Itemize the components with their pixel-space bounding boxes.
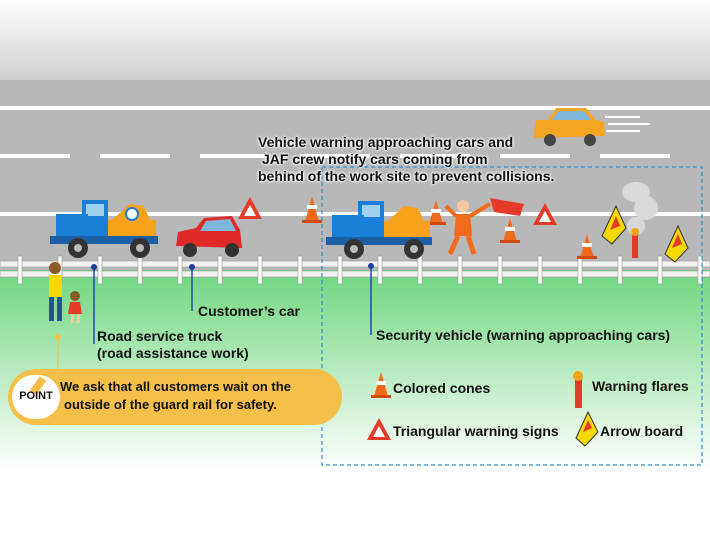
cone-icon bbox=[426, 200, 446, 225]
customer-adult-icon bbox=[49, 262, 62, 321]
arrow-board-icon bbox=[664, 224, 689, 263]
truck-label-line: (road assistance work) bbox=[97, 345, 249, 361]
legend-cones-label: Colored cones bbox=[393, 380, 491, 396]
legend-flares-label: Warning flares bbox=[592, 378, 689, 394]
road-service-truck-label: Road service truck (road assistance work… bbox=[97, 328, 249, 362]
legend-cone-icon bbox=[371, 372, 391, 398]
cone-icon bbox=[500, 218, 520, 243]
cone-icon bbox=[302, 196, 322, 223]
legend-arrow-board-label: Arrow board bbox=[600, 423, 684, 439]
callout-lines bbox=[93, 267, 372, 344]
arrow-board-icon bbox=[601, 204, 627, 245]
point-callout: POINT We ask that all customers wait on … bbox=[8, 369, 342, 425]
security-vehicle-icon bbox=[326, 201, 432, 259]
customer-car-label: Customer’s car bbox=[198, 303, 300, 319]
point-message-line: We ask that all customers wait on the bbox=[60, 379, 291, 394]
lane-dash-line bbox=[0, 154, 670, 158]
triangle-sign-icon bbox=[238, 197, 262, 219]
road-service-truck-icon bbox=[50, 200, 158, 258]
warning-line: Vehicle warning approaching cars and bbox=[258, 134, 514, 150]
shoulder-line bbox=[0, 212, 710, 216]
jaf-crew-icon bbox=[444, 198, 524, 256]
warning-line: behind of the work site to prevent colli… bbox=[258, 168, 555, 184]
sky-area bbox=[0, 0, 710, 80]
cone-icon bbox=[577, 234, 597, 259]
warning-description: Vehicle warning approaching cars and JAF… bbox=[258, 134, 554, 185]
warning-flare-icon bbox=[631, 228, 639, 258]
road-edge-line bbox=[0, 106, 710, 110]
customer-car-icon bbox=[176, 216, 242, 257]
warning-line: JAF crew notify cars coming from bbox=[262, 151, 488, 167]
legend-triangle-icon bbox=[367, 418, 391, 440]
pencil-icon bbox=[29, 376, 47, 396]
point-badge-label: POINT bbox=[19, 390, 53, 402]
callout-dots bbox=[91, 263, 374, 270]
legend-arrow-board-icon bbox=[575, 410, 599, 447]
point-message: We ask that all customers wait on the ou… bbox=[60, 378, 291, 414]
work-zone-box bbox=[321, 166, 703, 466]
legend-flare-icon bbox=[573, 371, 583, 408]
legend-triangle-label: Triangular warning signs bbox=[393, 423, 559, 439]
security-vehicle-label: Security vehicle (warning approaching ca… bbox=[376, 327, 671, 343]
point-badge: POINT bbox=[12, 375, 60, 419]
triangle-sign-icon bbox=[533, 203, 557, 225]
point-message-line: outside of the guard rail for safety. bbox=[64, 397, 277, 412]
customer-child-icon bbox=[68, 291, 82, 323]
approaching-car-icon bbox=[534, 108, 650, 146]
truck-label-line: Road service truck bbox=[97, 328, 223, 344]
point-callout-line bbox=[55, 334, 61, 370]
